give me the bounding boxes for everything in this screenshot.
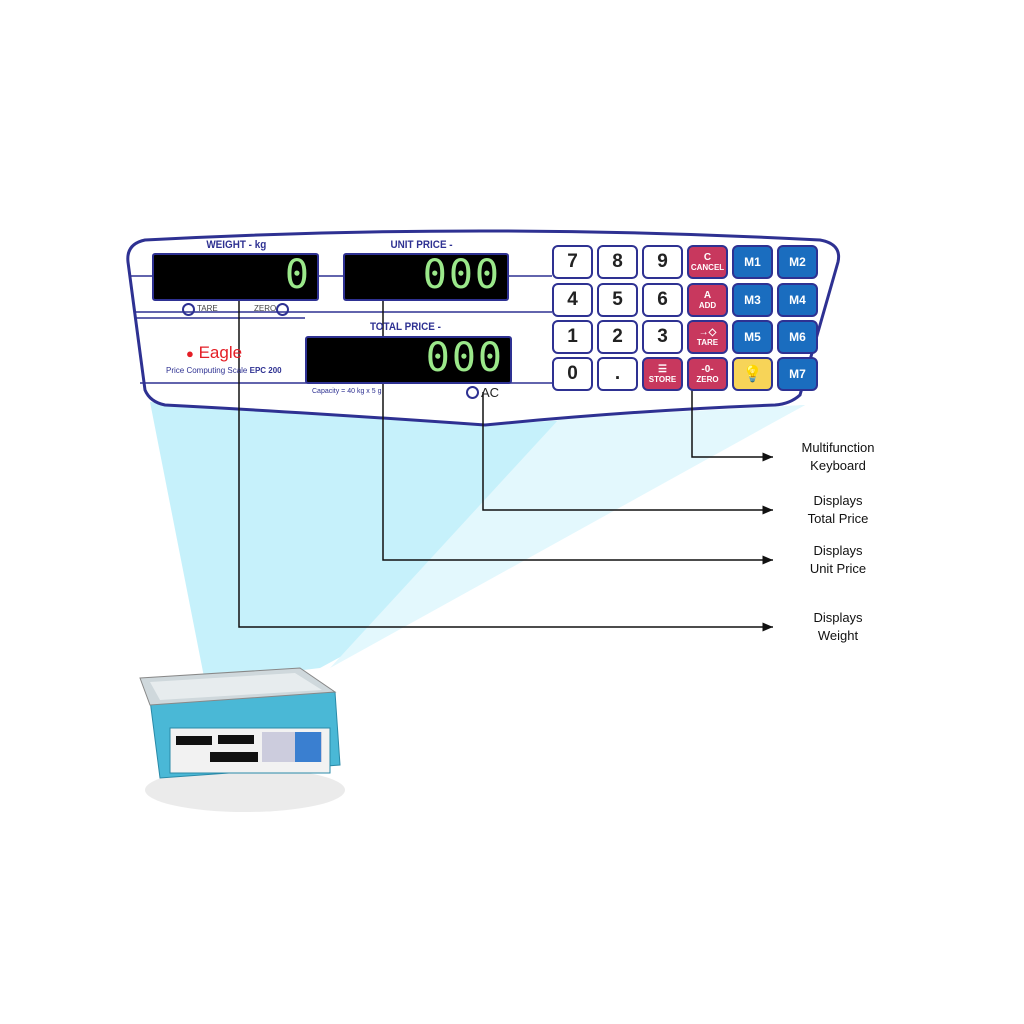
tare-button[interactable]: →◇TARE [687, 320, 728, 354]
scale-photo [139, 667, 345, 812]
zero-indicator: ZERO [254, 304, 277, 313]
key-6[interactable]: 6 [642, 283, 683, 317]
m5-button[interactable]: M5 [732, 320, 773, 354]
unit-price-display: 000 [343, 253, 509, 301]
add-icon: A [703, 289, 712, 301]
weight-header: WEIGHT - kg [206, 239, 267, 251]
ac-led-icon [466, 386, 479, 399]
key-8[interactable]: 8 [597, 245, 638, 279]
key-3[interactable]: 3 [642, 320, 683, 354]
projection-beam-light [330, 405, 805, 668]
model-text: Price Computing Scale EPC 200 [166, 366, 282, 375]
store-button[interactable]: ☰STORE [642, 357, 683, 391]
ac-indicator: AC [481, 385, 500, 400]
zero-led-icon [276, 303, 289, 316]
tare-icon: →◇ [698, 326, 717, 338]
key-7[interactable]: 7 [552, 245, 593, 279]
key-5[interactable]: 5 [597, 283, 638, 317]
key-0[interactable]: 0 [552, 357, 593, 391]
m4-button[interactable]: M4 [777, 283, 818, 317]
key-9[interactable]: 9 [642, 245, 683, 279]
cancel-icon: C [703, 251, 712, 263]
database-icon: ☰ [658, 363, 667, 375]
tare-indicator: TARE [197, 304, 218, 313]
unit-price-header: UNIT PRICE - [390, 239, 453, 251]
bulb-icon: 💡 [742, 366, 763, 383]
weight-display: 0 [152, 253, 319, 301]
total-price-display: 000 [305, 336, 512, 384]
m7-button[interactable]: M7 [777, 357, 818, 391]
capacity-text: Capacity = 40 kg x 5 g [312, 388, 382, 395]
key-1[interactable]: 1 [552, 320, 593, 354]
tare-led-icon [182, 303, 195, 316]
leader-weight [238, 280, 773, 632]
brand-logo: ● Eagle [186, 343, 243, 362]
key-decimal[interactable]: . [597, 357, 638, 391]
m3-button[interactable]: M3 [732, 283, 773, 317]
zero-icon: -0- [701, 363, 714, 375]
m1-button[interactable]: M1 [732, 245, 773, 279]
light-button[interactable]: 💡 [732, 357, 773, 391]
leader-total [482, 392, 773, 515]
key-4[interactable]: 4 [552, 283, 593, 317]
total-price-header: TOTAL PRICE - [369, 321, 441, 333]
key-2[interactable]: 2 [597, 320, 638, 354]
leader-keyboard [691, 380, 773, 462]
m2-button[interactable]: M2 [777, 245, 818, 279]
m6-button[interactable]: M6 [777, 320, 818, 354]
zero-button[interactable]: -0-ZERO [687, 357, 728, 391]
